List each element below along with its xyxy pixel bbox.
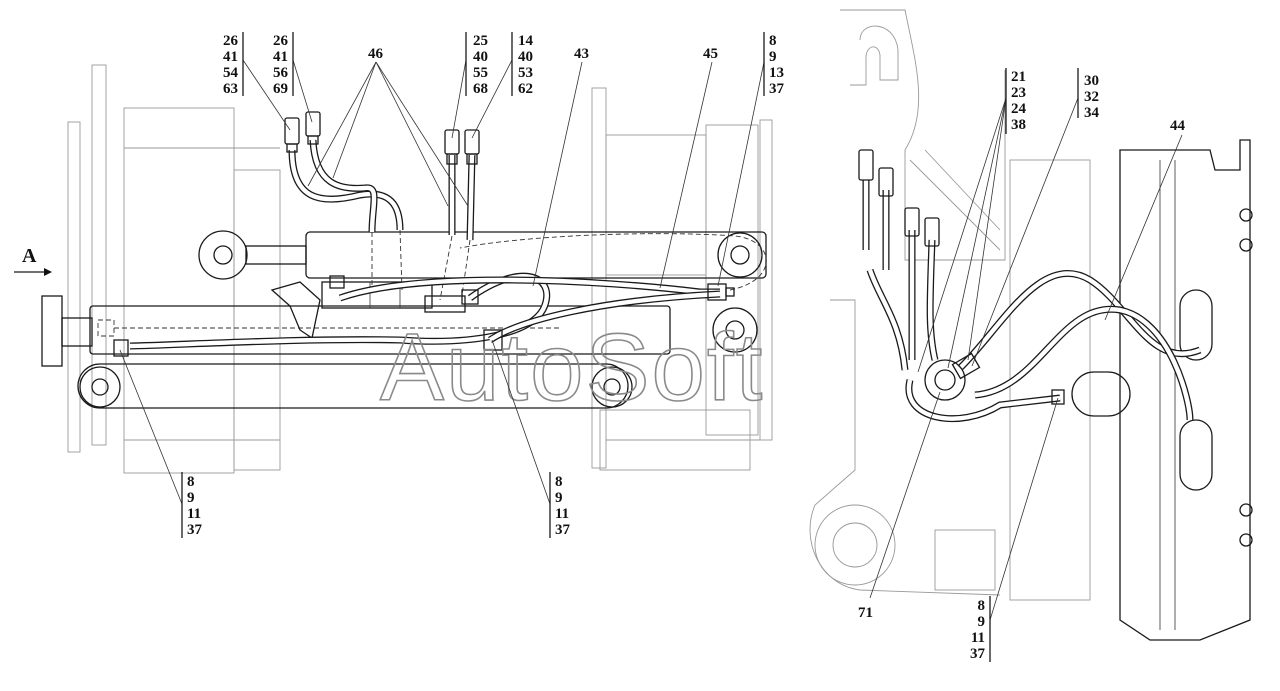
callout-line: 24 xyxy=(1011,101,1027,117)
callout-line: 11 xyxy=(555,506,569,522)
callout-25-40-55-68: 25 40 55 68 xyxy=(465,32,488,97)
part-label-46: 46 xyxy=(368,46,384,62)
callout-line: 55 xyxy=(473,65,488,81)
callout-line: 34 xyxy=(1084,105,1100,121)
callout-8-9-11-37-left: 8 9 11 37 xyxy=(181,472,203,538)
callout-line: 37 xyxy=(555,522,571,538)
callout-line: 14 xyxy=(518,33,534,49)
watermark: AutoSoft xyxy=(380,314,764,421)
callout-line: 30 xyxy=(1084,73,1099,89)
part-label-43: 43 xyxy=(574,46,589,62)
part-label-44: 44 xyxy=(1170,118,1186,134)
callout-line: 41 xyxy=(273,49,288,65)
callout-line: 69 xyxy=(273,81,288,97)
callout-line: 23 xyxy=(1011,85,1026,101)
callout-line: 63 xyxy=(223,81,238,97)
callout-30-32-34: 30 32 34 xyxy=(1077,68,1100,121)
leader-lines xyxy=(119,59,1183,621)
callout-line: 37 xyxy=(187,522,203,538)
right-side-frame xyxy=(1071,139,1253,641)
hose-46-group xyxy=(284,111,480,301)
callout-line: 8 xyxy=(978,598,986,614)
callout-line: 32 xyxy=(1084,89,1099,105)
callout-line: 37 xyxy=(769,81,785,97)
lower-hydraulic-cylinder xyxy=(41,295,758,409)
hose-45 xyxy=(113,233,767,357)
callout-line: 40 xyxy=(473,49,488,65)
view-arrow-a: A xyxy=(14,245,52,276)
callout-8-9-11-37-middle: 8 9 11 37 xyxy=(549,472,571,538)
callout-26-41-56-69: 26 41 56 69 xyxy=(273,32,294,97)
callout-line: 9 xyxy=(555,490,563,506)
callout-line: 41 xyxy=(223,49,238,65)
callout-8-9-13-37: 8 9 13 37 xyxy=(763,32,785,97)
callout-line: 54 xyxy=(223,65,239,81)
callout-line: 26 xyxy=(223,33,239,49)
callout-line: 53 xyxy=(518,65,533,81)
callout-line: 38 xyxy=(1011,117,1026,133)
callout-line: 8 xyxy=(187,474,195,490)
callout-line: 62 xyxy=(518,81,533,97)
part-label-45: 45 xyxy=(703,46,718,62)
callout-line: 37 xyxy=(970,646,986,662)
view-label: A xyxy=(22,245,37,267)
callout-21-23-24-38: 21 23 24 38 xyxy=(1005,68,1027,134)
callout-line: 8 xyxy=(555,474,563,490)
callout-14-40-53-62: 14 40 53 62 xyxy=(511,32,534,97)
callout-line: 40 xyxy=(518,49,533,65)
callout-line: 9 xyxy=(187,490,195,506)
callout-line: 8 xyxy=(769,33,777,49)
callout-line: 11 xyxy=(971,630,985,646)
callout-line: 68 xyxy=(473,81,488,97)
callout-line: 9 xyxy=(769,49,777,65)
callout-line: 56 xyxy=(273,65,289,81)
right-frame-background xyxy=(809,9,1091,601)
callout-line: 9 xyxy=(978,614,986,630)
part-label-71: 71 xyxy=(858,605,873,621)
right-hose-bundle xyxy=(858,149,1202,423)
callout-line: 25 xyxy=(473,33,488,49)
callout-26-41-54-63: 26 41 54 63 xyxy=(223,32,244,97)
callout-8-9-11-37-right: 8 9 11 37 xyxy=(970,596,991,662)
callout-line: 26 xyxy=(273,33,289,49)
callout-line: 21 xyxy=(1011,69,1026,85)
callout-line: 13 xyxy=(769,65,784,81)
upper-hydraulic-cylinder xyxy=(198,230,767,280)
callout-line: 11 xyxy=(187,506,201,522)
